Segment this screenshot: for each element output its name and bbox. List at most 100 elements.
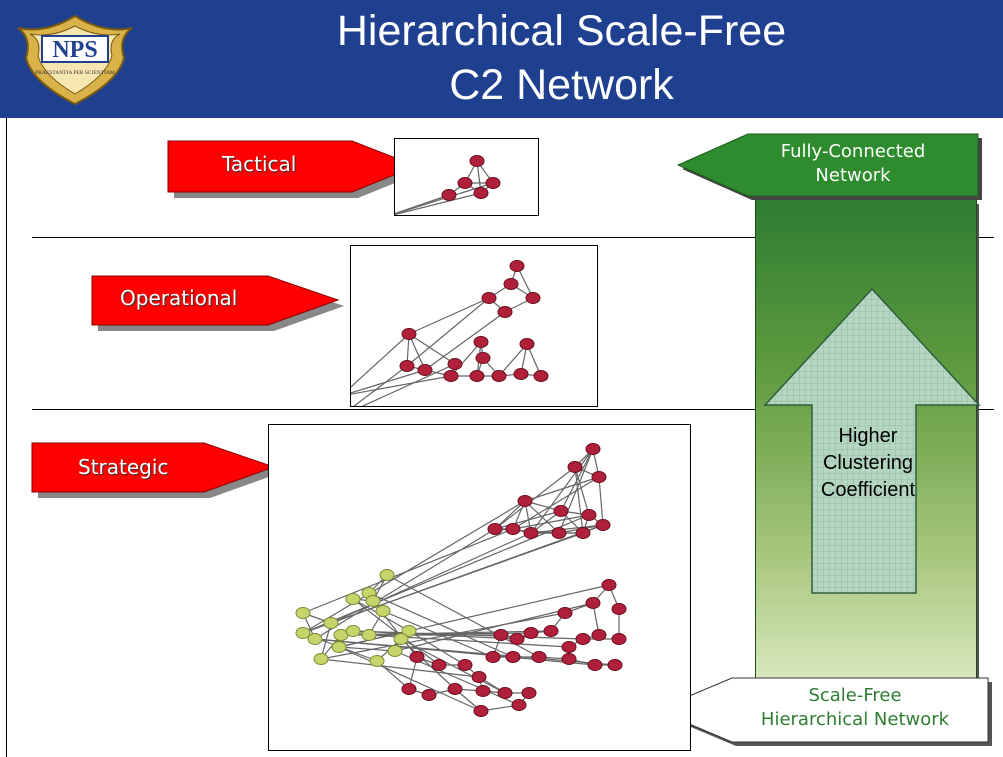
operational-edge — [408, 297, 490, 335]
operational-edge — [498, 343, 528, 377]
clustering-line-1: Higher — [838, 425, 898, 447]
tactical-edge — [395, 182, 494, 215]
fully-connected-line-2: Network — [815, 165, 891, 186]
title-line-1: Hierarchical Scale-Free — [336, 7, 787, 55]
strategic-network — [268, 424, 691, 751]
scale-free-label: Scale-Free Hierarchical Network — [720, 684, 990, 732]
strategic-node — [295, 627, 311, 639]
strategic-node — [487, 523, 503, 535]
strategic-node — [557, 607, 573, 619]
strategic-node — [611, 633, 627, 645]
strategic-node — [521, 687, 537, 699]
strategic-node — [365, 595, 381, 607]
strategic-node — [393, 633, 409, 645]
strategic-edge — [530, 448, 594, 534]
strategic-node — [585, 597, 601, 609]
operational-node — [447, 358, 463, 370]
tactical-node — [469, 155, 485, 167]
strategic-node — [493, 629, 509, 641]
strategic-node — [591, 629, 607, 641]
operational-node — [475, 352, 491, 364]
nps-logo: NPS PRAESTANTIA PER SCIENTIAM — [12, 8, 138, 108]
operational-network-graph — [351, 260, 549, 406]
strategic-network-graph — [295, 443, 627, 717]
strategic-node — [607, 659, 623, 671]
operational-edge — [351, 375, 452, 395]
strategic-edge — [302, 500, 526, 634]
operational-edge — [424, 311, 506, 371]
operational-edge — [351, 333, 410, 388]
strategic-node — [587, 659, 603, 671]
title-line-2: C2 Network — [449, 61, 674, 109]
strategic-edge — [352, 630, 584, 640]
strategic-edge — [338, 584, 610, 648]
logo-motto: PRAESTANTIA PER SCIENTIAM — [35, 70, 115, 76]
strategic-node — [553, 505, 569, 517]
strategic-edge — [302, 514, 590, 634]
strategic-edge — [494, 510, 562, 530]
operational-edge — [406, 297, 490, 367]
strategic-node — [509, 633, 525, 645]
strategic-edge — [338, 646, 396, 652]
strategic-node — [361, 629, 377, 641]
operational-node — [443, 370, 459, 382]
strategic-edge — [512, 514, 590, 530]
fully-connected-label: Fully-Connected Network — [748, 140, 958, 188]
strategic-node — [485, 651, 501, 663]
strategic-node — [323, 617, 339, 629]
strategic-node — [585, 443, 601, 455]
strategic-edge — [494, 500, 526, 530]
operational-node — [533, 370, 549, 382]
scale-free-line-2: Hierarchical Network — [760, 709, 950, 730]
scale-free-arrow — [654, 676, 998, 750]
strategic-node — [447, 683, 463, 695]
strategic-edge — [368, 592, 514, 658]
left-rule — [6, 118, 7, 757]
up-arrow — [763, 287, 981, 595]
strategic-node — [591, 471, 607, 483]
strategic-node — [345, 593, 361, 605]
tactical-network-graph — [395, 155, 501, 215]
operational-node — [473, 336, 489, 348]
fully-connected-arrow — [676, 132, 988, 204]
operational-arrow — [90, 273, 350, 335]
strategic-edge — [400, 638, 506, 694]
strategic-node — [401, 683, 417, 695]
operational-edge — [408, 333, 426, 371]
strategic-node — [331, 641, 347, 653]
tactical-edge — [395, 192, 482, 215]
strategic-node — [505, 651, 521, 663]
strategic-edge — [524, 476, 600, 502]
strategic-edge — [302, 528, 514, 614]
strategic-label: Strategic — [78, 455, 169, 479]
strategic-node — [575, 633, 591, 645]
scale-free-line-1: Scale-Free — [808, 685, 902, 706]
strategic-node — [345, 625, 361, 637]
strategic-node — [611, 603, 627, 615]
tactical-node — [441, 189, 457, 201]
operational-edge — [408, 333, 456, 365]
strategic-node — [473, 705, 489, 717]
strategic-node — [581, 509, 597, 521]
operational-node — [497, 306, 513, 318]
strategic-node — [375, 605, 391, 617]
tactical-arrow — [166, 138, 426, 202]
strategic-edge — [330, 524, 604, 624]
strategic-node — [379, 569, 395, 581]
strategic-node — [601, 579, 617, 591]
operational-edge — [361, 363, 456, 406]
strategic-node — [551, 527, 567, 539]
strategic-node — [517, 495, 533, 507]
strategic-node — [457, 659, 473, 671]
strategic-node — [421, 689, 437, 701]
strategic-node — [307, 633, 323, 645]
strategic-node — [531, 651, 547, 663]
title-bar: NPS PRAESTANTIA PER SCIENTIAM Hierarchic… — [0, 0, 1003, 118]
strategic-node — [401, 625, 417, 637]
strategic-node — [543, 625, 559, 637]
tactical-label: Tactical — [222, 152, 297, 176]
operational-node — [417, 364, 433, 376]
strategic-edge — [598, 476, 604, 526]
strategic-node — [497, 687, 513, 699]
operational-node — [519, 338, 535, 350]
